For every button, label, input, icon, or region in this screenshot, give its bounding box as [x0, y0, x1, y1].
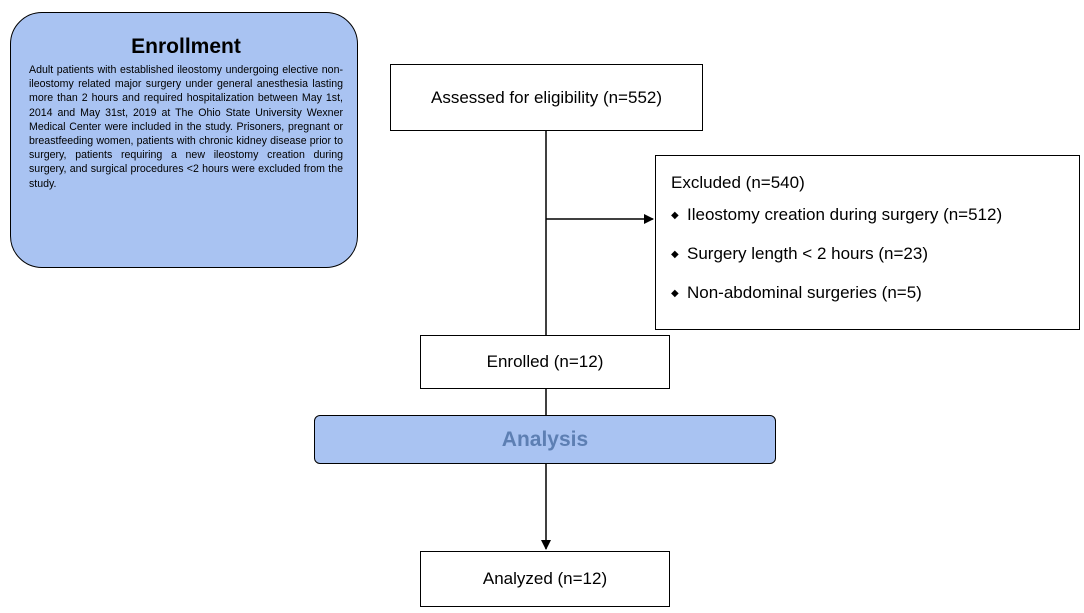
excluded-title: Excluded (n=540): [671, 173, 805, 192]
diamond-bullet-icon: ◆: [671, 287, 679, 299]
excluded-item-label: Ileostomy creation during surgery (n=512…: [687, 205, 1003, 224]
analyzed-label: Analyzed (n=12): [482, 569, 608, 588]
excluded-item: ◆ Ileostomy creation during surgery (n=5…: [671, 204, 1079, 226]
excluded-item-label: Surgery length < 2 hours (n=23): [687, 244, 928, 263]
enrollment-callout: Enrollment Adult patients with establish…: [10, 12, 358, 268]
excluded-box: Excluded (n=540) ◆ Ileostomy creation du…: [655, 155, 1080, 330]
excluded-item-label: Non-abdominal surgeries (n=5): [687, 283, 922, 302]
diamond-bullet-icon: ◆: [671, 248, 679, 260]
enrollment-title: Enrollment: [131, 35, 241, 58]
assessed-label: Assessed for eligibility (n=552): [430, 87, 663, 107]
enrolled-box: Enrolled (n=12): [420, 335, 670, 389]
enrollment-criteria-text: Adult patients with established ileostom…: [29, 64, 343, 190]
analysis-label: Analysis: [501, 427, 589, 451]
excluded-item: ◆ Non-abdominal surgeries (n=5): [671, 282, 1079, 304]
diamond-bullet-icon: ◆: [671, 209, 679, 221]
enrolled-label: Enrolled (n=12): [486, 352, 604, 371]
assessed-box: Assessed for eligibility (n=552): [390, 64, 703, 131]
excluded-item: ◆ Surgery length < 2 hours (n=23): [671, 243, 1079, 265]
analyzed-box: Analyzed (n=12): [420, 551, 670, 607]
analysis-banner: Analysis: [314, 415, 776, 464]
